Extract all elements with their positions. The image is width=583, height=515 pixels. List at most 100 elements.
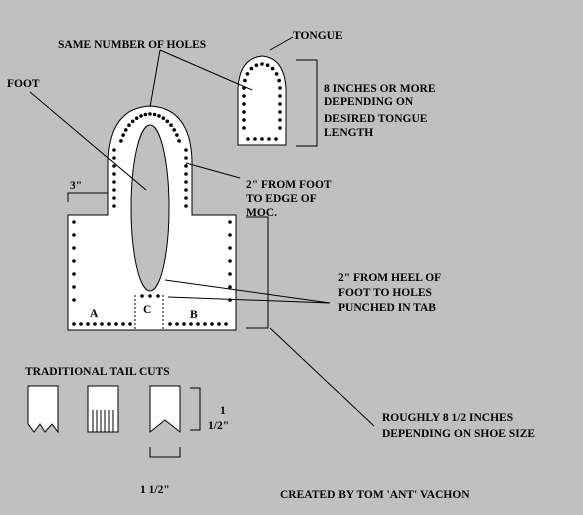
- lacing-hole: [72, 220, 76, 224]
- lacing-hole: [93, 322, 97, 326]
- tongue-hole: [270, 66, 275, 71]
- lacing-hole: [228, 272, 232, 276]
- lacing-hole: [121, 322, 125, 326]
- tail-cuts-title: TRADITIONAL TAIL CUTS: [25, 366, 170, 378]
- lacing-hole: [148, 112, 152, 116]
- tongue-hole: [278, 118, 282, 122]
- tongue-length-label-2: DEPENDING ON: [324, 96, 414, 108]
- lacing-hole: [72, 298, 76, 302]
- tail-width-label: 1 1/2": [140, 484, 170, 496]
- tongue-outline: [237, 55, 287, 146]
- lacing-hole: [196, 322, 200, 326]
- tongue-length-bracket: [296, 59, 318, 147]
- tab-width-label: 3": [70, 180, 82, 192]
- lacing-hole: [228, 298, 232, 302]
- lacing-hole: [169, 123, 173, 127]
- lacing-hole: [184, 172, 188, 176]
- lacing-hole: [228, 285, 232, 289]
- lacing-hole: [175, 322, 179, 326]
- tongue-hole: [242, 110, 246, 114]
- lacing-hole: [72, 285, 76, 289]
- foot-edge-label-2: TO EDGE OF: [246, 193, 317, 205]
- lacing-hole: [72, 272, 76, 276]
- tail-height-bracket: [190, 387, 201, 431]
- same-holes-label: SAME NUMBER OF HOLES: [58, 39, 206, 51]
- lacing-hole: [112, 196, 116, 200]
- tongue-hole: [254, 63, 259, 67]
- lacing-hole: [119, 139, 123, 143]
- lacing-hole: [184, 164, 188, 168]
- lacing-hole: [114, 322, 118, 326]
- tab-hole: [156, 294, 160, 298]
- lacing-hole: [177, 139, 181, 143]
- lacing-hole: [134, 116, 139, 120]
- tongue-hole: [246, 137, 250, 141]
- lacing-hole: [130, 119, 135, 124]
- tongue-hole: [242, 102, 246, 106]
- lacing-hole: [184, 188, 188, 192]
- tongue-hole: [278, 102, 282, 106]
- tongue-hole: [242, 94, 246, 98]
- lacing-hole: [228, 220, 232, 224]
- lacing-hole: [228, 233, 232, 237]
- tongue-hole: [274, 137, 278, 141]
- leader-tongue: [269, 36, 294, 51]
- lacing-hole: [217, 322, 221, 326]
- size-label-1: ROUGHLY 8 1/2 INCHES: [382, 412, 513, 424]
- lacing-hole: [184, 204, 188, 208]
- tail-cut-notched: [27, 385, 59, 434]
- tongue-hole: [278, 86, 282, 90]
- lacing-hole: [86, 322, 90, 326]
- lacing-hole: [112, 172, 116, 176]
- lacing-hole: [112, 156, 116, 160]
- lacing-hole: [121, 133, 125, 137]
- tongue-hole: [245, 72, 250, 76]
- tongue-hole: [278, 126, 282, 130]
- lacing-hole: [139, 114, 143, 118]
- tongue-hole: [278, 94, 282, 98]
- section-c-label: C: [143, 304, 151, 316]
- pattern-length-bracket: [246, 216, 269, 329]
- lacing-hole: [182, 322, 186, 326]
- tongue-label: TONGUE: [293, 30, 343, 42]
- foot-outline: [130, 124, 170, 292]
- tail-height-label-2: 1/2": [208, 420, 229, 432]
- lacing-hole: [189, 322, 193, 326]
- lacing-hole: [112, 164, 116, 168]
- lacing-hole: [224, 322, 228, 326]
- tab-width-bracket: [67, 192, 109, 202]
- tongue-hole: [277, 78, 281, 83]
- lacing-hole: [165, 119, 170, 124]
- lacing-hole: [107, 322, 111, 326]
- heel-label-3: PUNCHED IN TAB: [338, 302, 436, 314]
- lacing-hole: [72, 246, 76, 250]
- lacing-hole: [157, 114, 161, 118]
- leader-heel-1: [164, 279, 331, 304]
- credit-label: CREATED BY TOM 'ANT' VACHON: [280, 489, 470, 501]
- tongue-hole: [243, 78, 247, 83]
- tongue-piece: [237, 55, 287, 146]
- tongue-hole: [242, 118, 246, 122]
- foot-edge-label-1: 2" FROM FOOT: [246, 179, 332, 191]
- tongue-length-label-1: 8 INCHES OR MORE: [324, 83, 436, 95]
- size-label-2: DEPENDING ON SHOE SIZE: [382, 428, 535, 440]
- tail-cut-fringe: [87, 385, 119, 433]
- tongue-length-label-4: LENGTH: [324, 127, 373, 139]
- tongue-hole: [278, 110, 282, 114]
- lacing-hole: [161, 116, 166, 120]
- leader-same-holes-2: [159, 49, 253, 91]
- tab-hole: [140, 294, 144, 298]
- tongue-hole: [274, 72, 279, 76]
- leader-same-holes-1: [149, 49, 161, 108]
- lacing-hole: [152, 112, 157, 117]
- lacing-hole: [175, 133, 179, 137]
- lacing-hole: [127, 123, 131, 127]
- lacing-hole: [210, 322, 214, 326]
- lacing-hole: [112, 204, 116, 208]
- lacing-hole: [143, 112, 148, 117]
- lacing-hole: [112, 148, 116, 152]
- lacing-hole: [79, 322, 83, 326]
- tongue-length-label-3: DESIRED TONGUE: [324, 113, 428, 125]
- lacing-hole: [128, 322, 132, 326]
